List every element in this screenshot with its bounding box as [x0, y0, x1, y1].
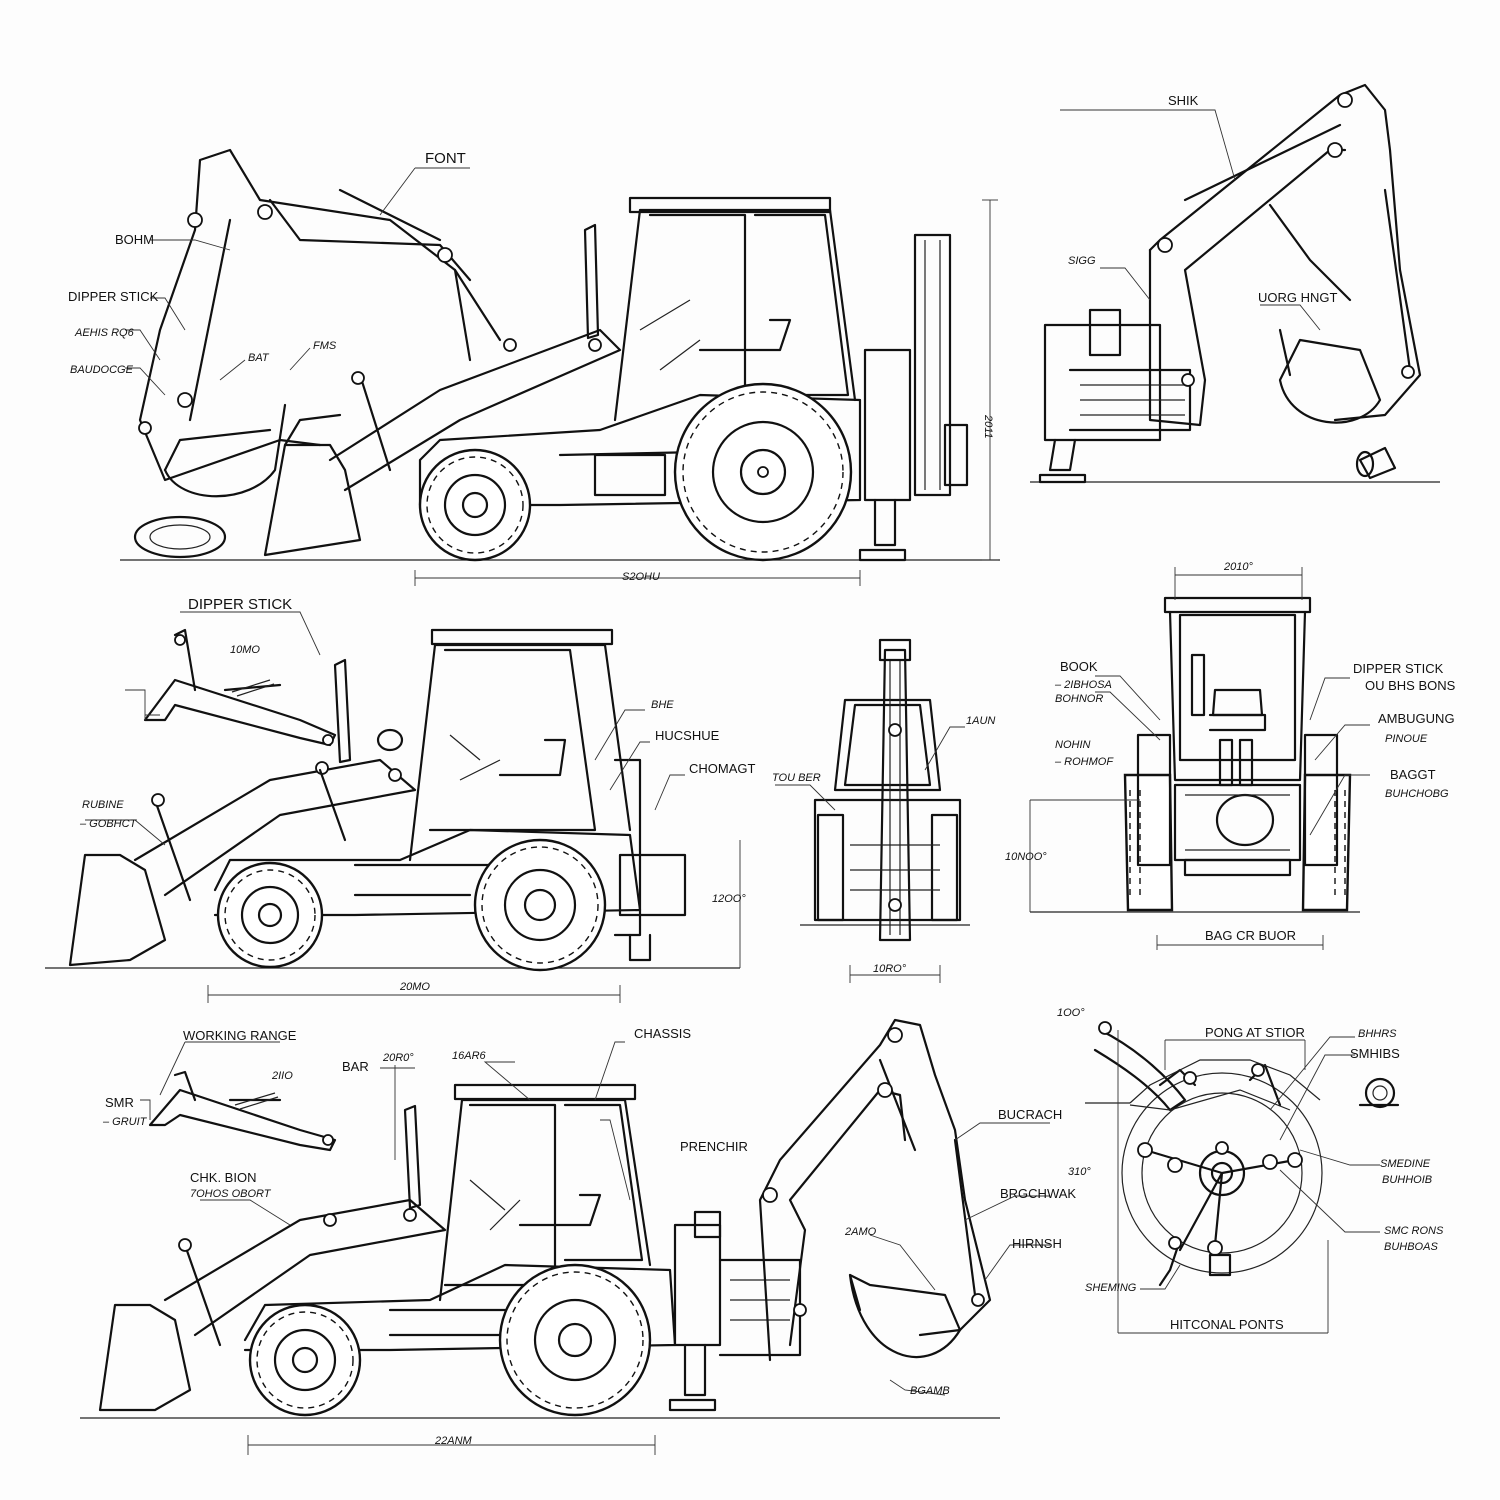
label-arms-1: AEHIS RQ6	[74, 327, 135, 339]
label-dim-16ar6: 16AR6	[452, 1050, 487, 1062]
label-backhoe-1: BAUDOCGE	[70, 364, 134, 376]
label-bar: BAR	[342, 1059, 369, 1074]
label-rbsine-sub: – GOBHCT	[79, 818, 138, 830]
label-dim-2amo: 2AMO	[844, 1226, 877, 1238]
label-chk-bion: CHK. BION	[190, 1170, 256, 1185]
label-chk-sub: 7OHOS OBORT	[190, 1188, 272, 1200]
label-prenchr: PRENCHIR	[680, 1139, 748, 1154]
label-dim-2iio: 2IIO	[271, 1070, 293, 1082]
label-bagt-sub: BUHCHOBG	[1385, 788, 1449, 800]
label-dim-310: 310°	[1068, 1166, 1091, 1178]
label-dim-12oo: 12OO°	[712, 893, 746, 905]
label-smhibs: SMHIBS	[1350, 1046, 1400, 1061]
label-buchsn: BUCRACH	[998, 1107, 1062, 1122]
label-book-sub: – 2IBHOSA	[1054, 679, 1112, 691]
label-pone-stor: PONG AT STIOR	[1205, 1025, 1305, 1040]
label-chassis: CHASSIS	[634, 1026, 691, 1041]
label-shik: SHIK	[1168, 93, 1199, 108]
label-dim-10noo: 10NOO°	[1005, 851, 1047, 863]
view-side-main	[120, 148, 1000, 586]
view-side-full	[80, 1018, 1050, 1455]
view-side-loader-labels: DIPPER STICK 10MO BHE HUCSHUE CHOMAGT RU…	[79, 596, 756, 993]
view-rear-backhoe-labels: SHIK SIGG UORG HNGT	[1068, 93, 1338, 305]
label-dim-20r0: 20R0°	[382, 1052, 414, 1064]
label-boom: BOHM	[115, 232, 154, 247]
label-nonin: NOHIN	[1055, 739, 1091, 751]
label-bhe: BHE	[651, 699, 674, 711]
label-nonin-sub: – ROHMOF	[1054, 756, 1114, 768]
label-bgamb: BGAMB	[910, 1385, 950, 1397]
label-bagt: BAGGT	[1390, 767, 1436, 782]
label-front: FONT	[425, 150, 466, 167]
label-bag-cr: BAG CR BUOR	[1205, 928, 1296, 943]
view-rear-backhoe	[1030, 83, 1440, 484]
label-bat: BAT	[248, 352, 270, 364]
label-hitconal: HITCONAL PONTS	[1170, 1317, 1284, 1332]
label-book-sub2: BOHNOR	[1055, 693, 1103, 705]
label-smr-sub: – GRUIT	[102, 1116, 148, 1128]
label-dim-1aun: 1AUN	[966, 715, 995, 727]
label-smr: SMR	[105, 1095, 134, 1110]
label-dim-length-1: S2OHU	[622, 571, 660, 583]
label-ou-bhs: OU BHS BONS	[1365, 678, 1456, 693]
label-dim-2010: 2010°	[1223, 561, 1253, 573]
label-dim-10ro: 10RO°	[873, 963, 907, 975]
label-tobsr: TOU BER	[772, 772, 821, 784]
label-book: BOOK	[1060, 659, 1098, 674]
label-smc-rone: SMC RONS	[1384, 1225, 1444, 1237]
view-front-narrow-labels: 1AUN TOU BER 10RO°	[772, 715, 995, 975]
view-side-main-labels: FONT BOHM DIPPER STICK AEHIS RQ6 BAUDOCG…	[68, 150, 994, 583]
label-dim-1oo: 1OO°	[1057, 1007, 1085, 1019]
label-smedine-sub: BUHHOIB	[1382, 1174, 1432, 1186]
view-side-loader	[45, 611, 741, 1003]
label-dim-height-1: 2011	[982, 414, 994, 439]
label-dipper-stick-1: DIPPER STICK	[68, 289, 159, 304]
label-smc-sub: BUHBOAS	[1384, 1241, 1438, 1253]
view-front-narrow	[775, 638, 970, 983]
label-dipper-stick-3: DIPPER STICK	[1353, 661, 1444, 676]
view-rear-wide	[1029, 567, 1370, 950]
label-hirnsh: HIRNSH	[1012, 1236, 1062, 1251]
label-dim-22anm: 22ANM	[434, 1435, 473, 1447]
label-sig: SIGG	[1068, 255, 1096, 267]
label-pinoue: PINOUE	[1385, 733, 1428, 745]
view-rear-wide-labels: 2010° BOOK – 2IBHOSA BOHNOR NOHIN – ROHM…	[1005, 561, 1456, 943]
label-dim-200mo: 20MO	[399, 981, 430, 993]
label-uorg: UORG HNGT	[1258, 290, 1338, 305]
label-smedine: SMEDINE	[1380, 1158, 1431, 1170]
view-swing-diagram-labels: 1OO° PONG AT STIOR BHHRS SMHIBS 310° SME…	[1057, 1007, 1444, 1332]
label-fms: FMS	[313, 340, 337, 352]
label-arugung: AMBUGUNG	[1378, 711, 1455, 726]
label-chomust: CHOMAGT	[689, 761, 756, 776]
view-swing-diagram	[1085, 1021, 1400, 1334]
label-dim-10mo: 10MO	[230, 644, 260, 656]
label-huchine: HUCSHUE	[655, 728, 720, 743]
label-rbsine: RUBINE	[82, 799, 124, 811]
label-bhhrs: BHHRS	[1358, 1028, 1397, 1040]
view-side-full-labels: WORKING RANGE 2IIO BAR 20R0° 16AR6 CHASS…	[102, 1026, 1076, 1447]
label-sheming: SHEMING	[1085, 1282, 1137, 1294]
label-dipper-stick-2: DIPPER STICK	[188, 596, 292, 613]
label-brechak: BRGCHWAK	[1000, 1186, 1076, 1201]
label-working-range: WORKING RANGE	[183, 1028, 297, 1043]
